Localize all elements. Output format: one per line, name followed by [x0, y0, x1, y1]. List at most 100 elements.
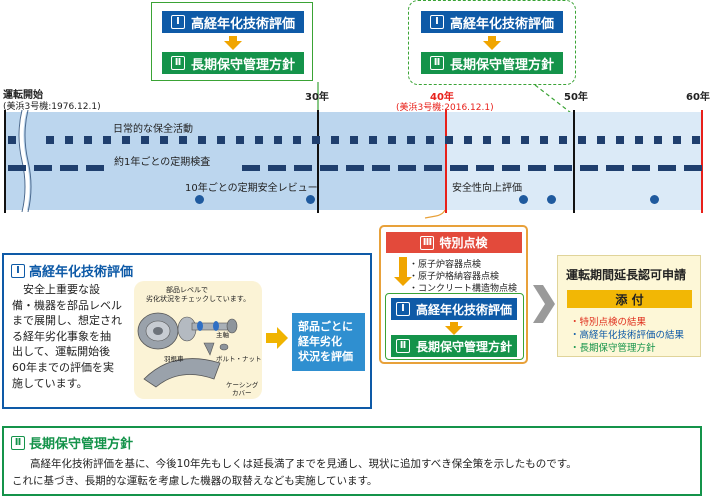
daily-maintenance-mark: [597, 136, 605, 144]
roman-numeral-2: Ⅱ: [11, 435, 25, 450]
daily-maintenance-mark: [160, 136, 168, 144]
flow-item-maintenance-policy: Ⅱ 長期保守管理方針: [391, 335, 517, 357]
illustration-caption: 部品レベルで: [166, 286, 208, 294]
roman-numeral-2: Ⅱ: [429, 56, 444, 70]
daily-maintenance-mark: [293, 136, 301, 144]
year-40-label: 40年: [430, 92, 454, 103]
flow-item-label: 高経年化技術評価: [449, 16, 554, 32]
daily-maintenance-mark: [692, 136, 700, 144]
panel-title: Ⅱ 長期保守管理方針: [11, 433, 133, 452]
annual-inspection-mark: [372, 165, 390, 171]
annual-inspection-mark: [346, 165, 364, 171]
safety-improvement-mark: [650, 195, 659, 204]
roman-numeral-3: Ⅲ: [420, 235, 435, 250]
body-line: 60年までの評価を実: [12, 360, 114, 374]
flow-item-label: 長期保守管理方針: [449, 57, 554, 73]
start-label: 運転開始: [3, 90, 43, 101]
body-line: まで展開し、想定され: [12, 314, 122, 328]
arrow-down-icon: [483, 41, 501, 50]
body-line: 施しています。: [12, 376, 88, 390]
arrow-down-icon: [224, 41, 242, 50]
year-40-date-label: (美浜3号機:2016.12.1): [396, 103, 494, 113]
flow-item-maintenance-policy: Ⅱ 長期保守管理方針: [421, 52, 563, 74]
annual-inspection-mark: [34, 165, 52, 171]
daily-maintenance-mark: [445, 136, 453, 144]
arrow-down-icon: [399, 257, 407, 277]
panel-title-text: 長期保守管理方針: [29, 437, 134, 452]
safety-review-mark: [306, 195, 315, 204]
evaluation-result-box: 部品ごとに 経年劣化 状況を評価: [292, 313, 365, 371]
daily-maintenance-mark: [426, 136, 434, 144]
year-30-line: [317, 110, 319, 213]
annual-inspection-mark: [476, 165, 494, 171]
roman-numeral-2: Ⅱ: [395, 339, 410, 353]
annual-inspection-mark: [8, 165, 26, 171]
row-daily-maintenance-label: 日常的な保全活動: [113, 124, 193, 135]
arrow-down-icon: [445, 326, 463, 335]
daily-maintenance-mark: [521, 136, 529, 144]
annual-inspection-mark: [528, 165, 546, 171]
attachment-item: ・特別点検の結果: [570, 317, 647, 328]
body-line: 安全上重要な設: [23, 283, 100, 296]
daily-maintenance-mark: [578, 136, 586, 144]
year-40-line: [445, 110, 447, 213]
roman-numeral-1: Ⅰ: [395, 302, 410, 316]
flow-item-label: 高経年化技術評価: [415, 302, 512, 317]
daily-maintenance-mark: [502, 136, 510, 144]
special-flow-box: Ⅰ 高経年化技術評価 Ⅱ 長期保守管理方針: [385, 293, 524, 360]
inspection-item: ・原子炉格納容器点検: [409, 272, 500, 282]
attachment-item: ・長期保守管理方針: [570, 343, 656, 354]
daily-maintenance-mark: [236, 136, 244, 144]
attachment-badge: 添 付: [567, 290, 692, 308]
part-label-cover: カバー: [232, 389, 252, 397]
daily-maintenance-mark: [65, 136, 73, 144]
part-label-bolt-nut: ボルト・ナット: [216, 355, 262, 363]
start-date-label: (美浜3号機:1976.12.1): [3, 102, 101, 112]
body-line: る経年劣化事象を抽: [12, 329, 111, 343]
annual-inspection-mark: [632, 165, 650, 171]
top-flow-box-right: Ⅰ 高経年化技術評価 Ⅱ 長期保守管理方針: [408, 0, 576, 85]
attachment-item: ・高経年化技術評価の結果: [570, 330, 685, 341]
annual-inspection-mark: [398, 165, 416, 171]
daily-maintenance-mark: [103, 136, 111, 144]
flow-item-label: 長期保守管理方針: [190, 57, 295, 73]
annual-inspection-mark: [554, 165, 572, 171]
year-50-label: 50年: [564, 92, 588, 103]
annual-inspection-mark: [60, 165, 78, 171]
result-line: 部品ごとに: [298, 320, 353, 333]
roman-numeral-2: Ⅱ: [170, 56, 185, 70]
year-50-line: [573, 110, 575, 213]
timeline-start-line: [4, 110, 6, 213]
daily-maintenance-mark: [84, 136, 92, 144]
annual-inspection-mark: [268, 165, 286, 171]
body-line: 備・機器を部品レベル: [12, 298, 122, 312]
daily-maintenance-mark: [483, 136, 491, 144]
top-flow-box-left: Ⅰ 高経年化技術評価 Ⅱ 長期保守管理方針: [151, 2, 313, 81]
annual-inspection-mark: [86, 165, 104, 171]
year-30-label: 30年: [305, 92, 329, 103]
daily-maintenance-mark: [141, 136, 149, 144]
daily-maintenance-mark: [8, 136, 16, 144]
arrow-right-icon: [266, 327, 288, 349]
timeline-band-past: [5, 112, 446, 210]
daily-maintenance-mark: [255, 136, 263, 144]
result-line: 状況を評価: [298, 350, 353, 363]
flow-item-aging-evaluation: Ⅰ 高経年化技術評価: [162, 11, 304, 33]
daily-maintenance-mark: [274, 136, 282, 144]
safety-improvement-mark: [547, 195, 556, 204]
panel-title-text: 高経年化技術評価: [29, 265, 134, 280]
daily-maintenance-mark: [198, 136, 206, 144]
flow-item-maintenance-policy: Ⅱ 長期保守管理方針: [162, 52, 304, 74]
daily-maintenance-mark: [369, 136, 377, 144]
special-inspection-header: Ⅲ 特別点検: [386, 232, 522, 253]
arrow-right-icon: [533, 285, 555, 323]
flow-item-label: 長期保守管理方針: [415, 339, 512, 354]
daily-maintenance-mark: [559, 136, 567, 144]
panel-body-text: 安全上重要な設 備・機器を部品レベル まで展開し、想定され る経年劣化事象を抽 …: [12, 282, 122, 391]
inspection-item: ・コンクリート構造物点検: [409, 284, 518, 294]
arrow-down-icon: [394, 277, 412, 286]
daily-maintenance-mark: [46, 136, 54, 144]
maintenance-policy-panel: Ⅱ 長期保守管理方針 高経年化技術評価を基に、今後10年先もしくは延長満了までを…: [2, 426, 702, 496]
daily-maintenance-mark: [540, 136, 548, 144]
